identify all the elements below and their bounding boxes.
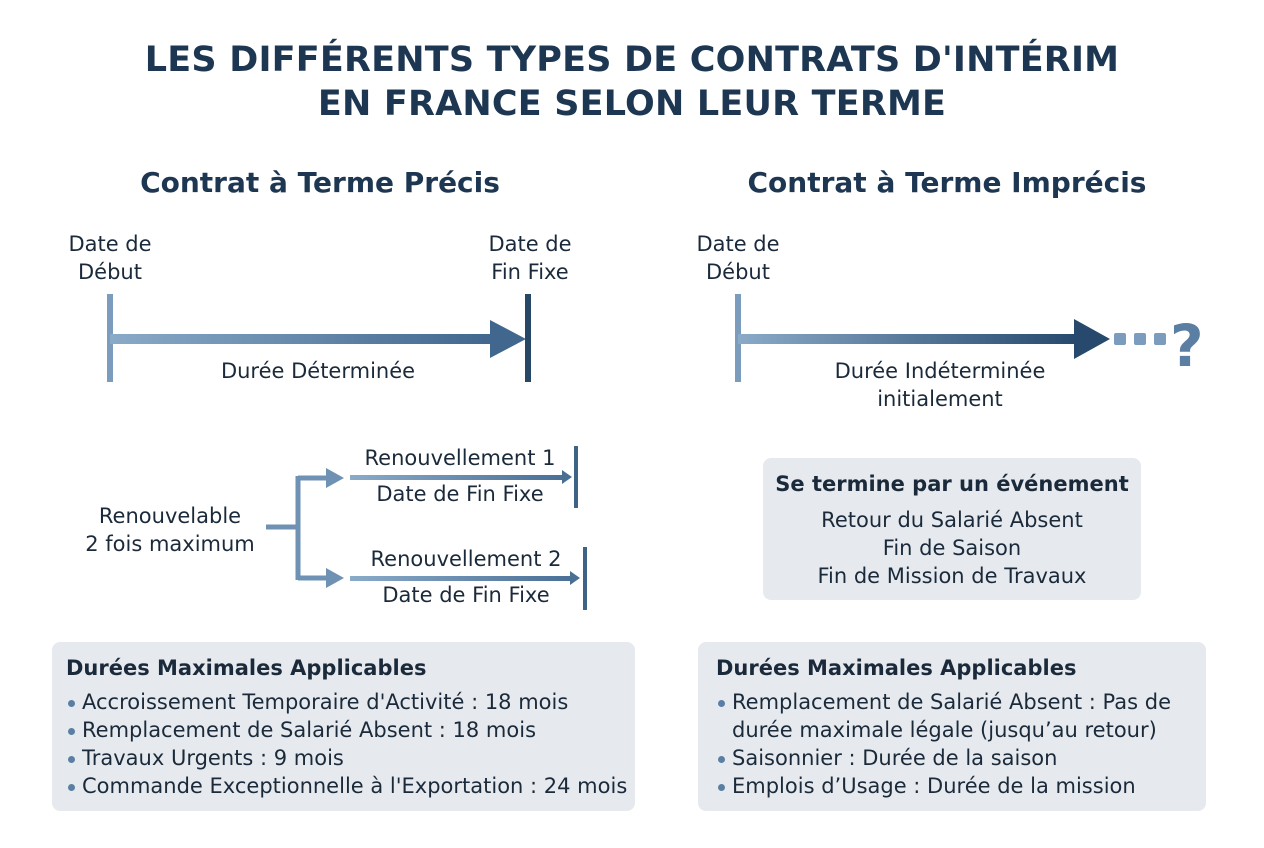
timeline-arrowhead-imprecis <box>1074 319 1110 359</box>
question-mark: ? <box>1170 312 1204 380</box>
timeline-arrowhead-precis <box>490 320 526 358</box>
renewable-label-line-1: Renouvelable <box>98 504 242 528</box>
duration-label-precis: Durée Déterminée <box>220 359 416 383</box>
list-item: Remplacement de Salarié Absent : 18 mois <box>66 716 627 744</box>
start-label-precis-line-1: Date de <box>68 232 152 256</box>
renewal-1-name: Renouvellement 1 <box>364 446 556 470</box>
dot-1 <box>1114 333 1126 345</box>
start-label-imprecis: Date de Début <box>668 230 808 286</box>
max-durations-box-imprecis: Durées Maximales Applicables Remplacemen… <box>698 642 1206 811</box>
max-durations-list-precis: Accroissement Temporaire d'Activité : 18… <box>66 688 627 800</box>
title-line-2: EN FRANCE SELON LEUR TERME <box>317 84 947 124</box>
renewal-2-end: Date de Fin Fixe <box>382 583 550 607</box>
start-label-precis-line-2: Début <box>78 260 142 284</box>
renewable-label-line-2: 2 fois maximum <box>85 532 255 556</box>
list-item-line-1: Remplacement de Salarié Absent : Pas de <box>732 690 1171 714</box>
page-title: LES DIFFÉRENTS TYPES DE CONTRATS D'INTÉR… <box>0 38 1264 126</box>
list-item: Accroissement Temporaire d'Activité : 18… <box>66 688 627 716</box>
duration-label-imprecis: Durée Indéterminée initialement <box>780 357 1100 413</box>
renewal-2-arrowhead <box>570 571 580 585</box>
list-item-line-2: durée maximale légale (jusqu’au retour) <box>732 718 1157 742</box>
start-label-precis: Date de Début <box>40 230 180 286</box>
start-label-imprecis-line-1: Date de <box>696 232 780 256</box>
renewable-label: Renouvelable 2 fois maximum <box>60 502 280 558</box>
renewal-branches <box>266 446 587 610</box>
timeline-bar-precis <box>110 334 492 344</box>
list-item: Commande Exceptionnelle à l'Exportation … <box>66 772 627 800</box>
max-durations-list-imprecis: Remplacement de Salarié Absent : Pas de … <box>716 688 1171 800</box>
duration-label-imprecis-line-1: Durée Indéterminée <box>834 359 1046 383</box>
event-item: Fin de Mission de Travaux <box>817 564 1087 588</box>
max-durations-title-imprecis: Durées Maximales Applicables <box>716 656 1077 680</box>
timeline-imprecis: ? <box>735 294 1204 382</box>
renewal-2-bar <box>350 576 574 581</box>
renewal-1-bar <box>350 475 566 480</box>
event-list: Retour du Salarié Absent Fin de Saison F… <box>763 506 1141 590</box>
start-label-imprecis-line-2: Début <box>706 260 770 284</box>
dot-3 <box>1154 333 1166 345</box>
list-item: Travaux Urgents : 9 mois <box>66 744 627 772</box>
heading-terme-imprecis: Contrat à Terme Imprécis <box>747 166 1147 199</box>
list-item: Remplacement de Salarié Absent : Pas de … <box>716 688 1171 744</box>
renewal-2-end-tick <box>583 547 587 610</box>
branch-bottom-arrowhead <box>326 568 344 588</box>
renewal-1-arrowhead <box>562 470 572 484</box>
max-durations-title-precis: Durées Maximales Applicables <box>66 656 427 680</box>
renewal-1-end: Date de Fin Fixe <box>376 482 544 506</box>
title-line-1: LES DIFFÉRENTS TYPES DE CONTRATS D'INTÉR… <box>144 40 1120 80</box>
list-item: Saisonnier : Durée de la saison <box>716 744 1171 772</box>
event-item: Fin de Saison <box>882 536 1022 560</box>
branch-top-arrowhead <box>326 468 344 488</box>
duration-label-imprecis-line-2: initialement <box>877 387 1003 411</box>
heading-terme-precis: Contrat à Terme Précis <box>140 166 500 199</box>
event-box-title: Se termine par un événement <box>775 472 1129 496</box>
timeline-bar-imprecis <box>738 334 1076 344</box>
list-item: Emplois d’Usage : Durée de la mission <box>716 772 1171 800</box>
event-box: Se termine par un événement Retour du Sa… <box>763 458 1141 600</box>
max-durations-box-precis: Durées Maximales Applicables Accroisseme… <box>52 642 635 811</box>
renewal-2-name: Renouvellement 2 <box>370 547 562 571</box>
end-label-precis: Date de Fin Fixe <box>460 230 600 286</box>
event-item: Retour du Salarié Absent <box>821 508 1083 532</box>
end-tick-precis <box>525 294 531 382</box>
timeline-precis <box>107 294 531 382</box>
renewal-1-end-tick <box>574 446 578 508</box>
dot-2 <box>1134 333 1146 345</box>
end-label-precis-line-1: Date de <box>488 232 572 256</box>
end-label-precis-line-2: Fin Fixe <box>491 260 569 284</box>
